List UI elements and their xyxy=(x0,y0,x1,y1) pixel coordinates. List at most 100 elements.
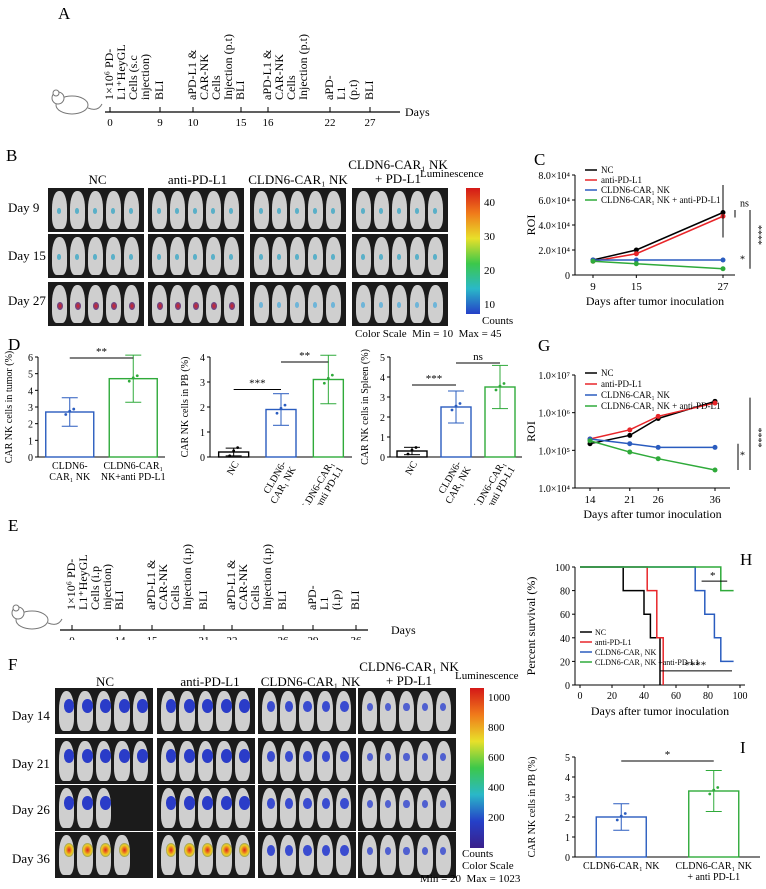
mouse-silhouette xyxy=(262,788,278,828)
b-group-antipdl1: anti-PD-L1 xyxy=(167,172,228,187)
legend-label: CLDN6-CAR₁ NK + anti-PD-L1 xyxy=(601,401,720,411)
y-tick-label: 4 xyxy=(565,773,570,784)
y-axis-label: CAR NK cells in tumor (%) xyxy=(4,351,15,464)
mouse-silhouette xyxy=(298,741,315,781)
mouse-silhouette xyxy=(52,191,67,229)
mouse-silhouette xyxy=(106,237,121,275)
data-point xyxy=(627,441,633,447)
mouse-silhouette xyxy=(59,788,75,828)
data-point xyxy=(712,467,718,473)
timeline-day: 29 xyxy=(308,635,320,640)
mouse-silhouette xyxy=(88,237,103,275)
luminescence-signal xyxy=(202,843,214,857)
timeline-day: 21 xyxy=(199,635,210,640)
luminescence-signal xyxy=(360,208,365,214)
mouse-silhouette xyxy=(188,285,203,323)
luminescence-signal xyxy=(82,749,93,763)
data-point xyxy=(68,409,72,413)
panel-letter-g: G xyxy=(538,336,551,355)
luminescence-signal xyxy=(100,843,112,857)
mouse-image-panel xyxy=(358,832,456,878)
luminescence-signal xyxy=(285,798,294,809)
mouse-silhouette xyxy=(262,741,278,781)
luminescence-signal xyxy=(156,254,161,260)
luminescence-signal xyxy=(156,302,163,310)
timeline-day: 27 xyxy=(365,117,377,129)
f-scale-title: Luminescence xyxy=(455,670,519,682)
x-tick-label: 27 xyxy=(718,281,730,293)
mouse-silhouette xyxy=(335,691,351,731)
mouse-silhouette xyxy=(317,835,333,875)
x-category-label: CLDN6-CAR₁ NK+ anti PD-L1 xyxy=(675,861,752,883)
mouse-silhouette xyxy=(362,741,378,781)
data-point xyxy=(64,413,68,416)
mouse-silhouette xyxy=(272,191,287,229)
luminescence-signal xyxy=(285,751,294,762)
luminescence-signal xyxy=(321,845,331,856)
y-tick-label: 0 xyxy=(200,453,205,464)
luminescence-signal xyxy=(228,208,233,214)
mouse-silhouette xyxy=(124,191,139,229)
data-point xyxy=(410,448,414,452)
luminescence-signal xyxy=(239,749,250,763)
luminescence-signal xyxy=(220,699,232,713)
luminescence-signal xyxy=(228,254,233,260)
y-axis-label: ROI xyxy=(524,421,538,442)
y-tick-label: 4 xyxy=(28,386,33,397)
luminescence-signal xyxy=(414,208,419,214)
data-point xyxy=(450,408,454,412)
panel-letter-e: E xyxy=(8,516,19,535)
luminescence-signal xyxy=(258,254,263,260)
data-point xyxy=(708,792,712,796)
sig-annotation: ** xyxy=(299,350,310,362)
b-scale-tick: 40 xyxy=(484,197,495,209)
legend-label: anti-PD-L1 xyxy=(601,379,642,389)
mouse-silhouette xyxy=(59,835,75,875)
luminescence-signal xyxy=(174,254,179,260)
mouse-silhouette xyxy=(280,788,296,828)
luminescence-signal xyxy=(92,208,97,214)
survival-curve xyxy=(580,566,661,685)
mouse-silhouette xyxy=(206,285,221,323)
mouse-silhouette xyxy=(52,285,67,323)
mouse-silhouette xyxy=(335,835,351,875)
data-point xyxy=(615,818,619,822)
timeline-event-label: BLI xyxy=(152,80,166,100)
luminescence-signal xyxy=(110,254,115,260)
x-axis-label: Days after tumor inoculation xyxy=(583,507,721,521)
luminescence-signal xyxy=(276,208,281,214)
mouse-silhouette xyxy=(77,835,93,875)
mouse-image-panel xyxy=(157,832,255,878)
luminescence-signal xyxy=(165,699,177,713)
y-tick-label: 8.0×10⁴ xyxy=(538,171,570,182)
x-category-line: NC xyxy=(225,459,242,477)
data-point xyxy=(627,449,633,455)
mouse-silhouette xyxy=(170,237,185,275)
mouse-silhouette xyxy=(380,835,396,875)
mouse-silhouette xyxy=(308,237,323,275)
series-line xyxy=(589,402,716,440)
mouse-silhouette xyxy=(124,285,139,323)
luminescence-signal xyxy=(266,845,276,856)
mouse-silhouette xyxy=(188,237,203,275)
luminescence-signal xyxy=(118,749,130,763)
mouse-image-panel xyxy=(352,188,448,232)
series-line xyxy=(592,215,724,262)
mouse-icon xyxy=(11,604,63,630)
data-point xyxy=(655,444,661,450)
series-line xyxy=(592,211,724,261)
timeline-event-label: 1×10⁶ PD-L1⁺HeyGL Cells (s.c injection) xyxy=(102,41,152,100)
legend-label: NC xyxy=(601,368,614,378)
legend-label: CLDN6-CAR₁ NK xyxy=(595,648,656,657)
mouse-silhouette xyxy=(417,691,433,731)
x-tick-label: 21 xyxy=(624,494,635,506)
mouse-silhouette xyxy=(428,191,443,229)
mouse-silhouette xyxy=(70,285,85,323)
y-tick-label: 1.0×10⁶ xyxy=(538,409,570,420)
mouse-image-panel xyxy=(258,688,356,734)
timeline-day: 0 xyxy=(69,635,75,640)
luminescence-signal xyxy=(184,796,195,810)
